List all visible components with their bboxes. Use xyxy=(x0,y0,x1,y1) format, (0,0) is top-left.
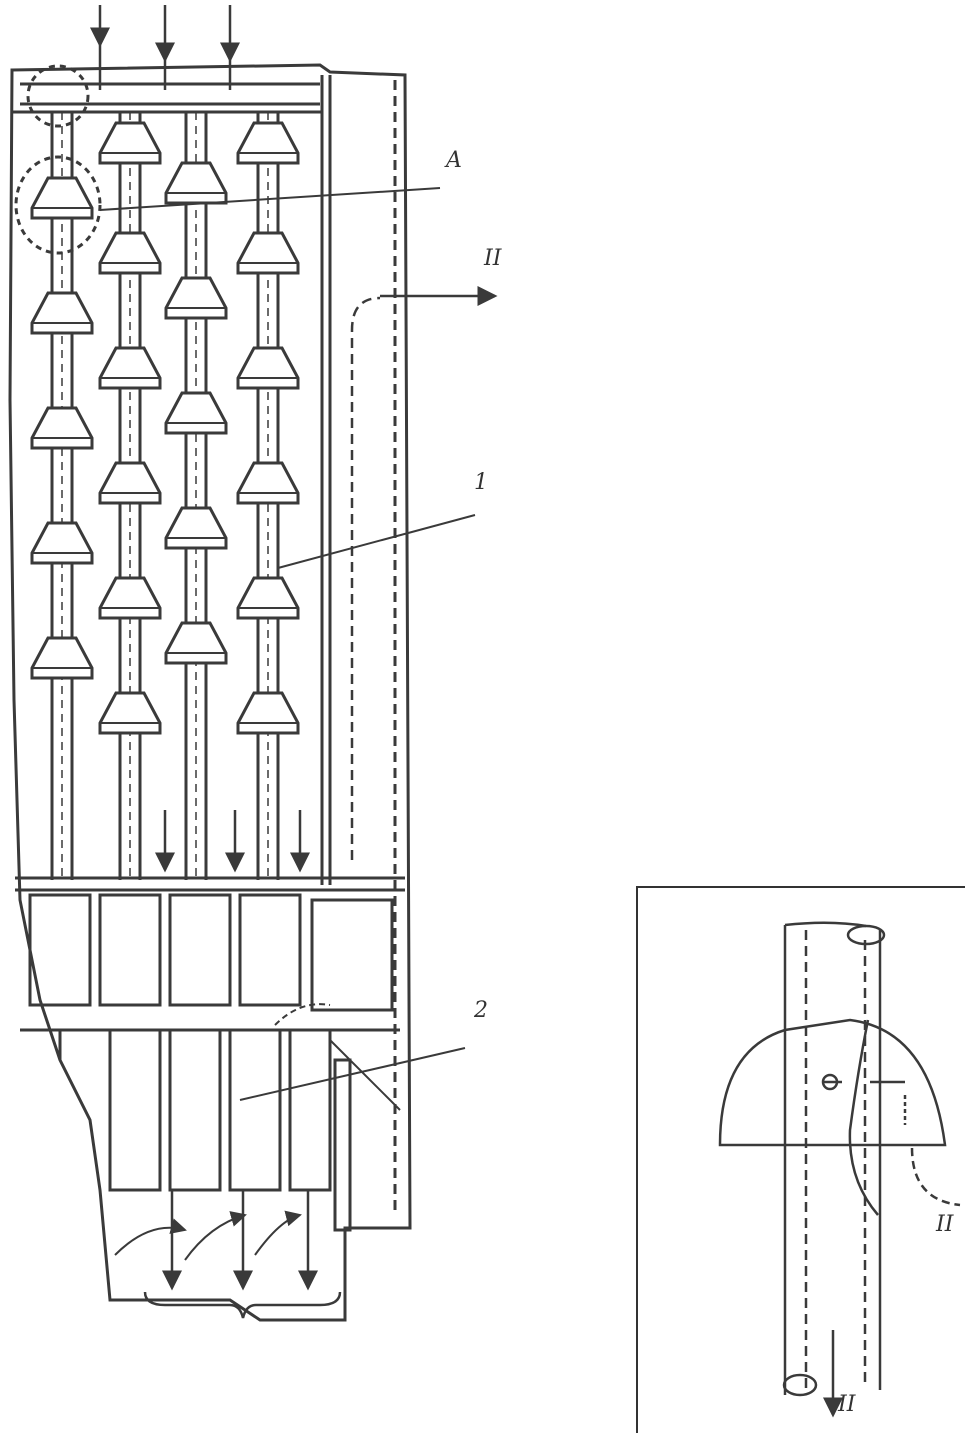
label-ii-main: II xyxy=(484,246,502,271)
tube-collar xyxy=(236,231,300,275)
label-2: 2 xyxy=(474,998,488,1023)
tube-collar xyxy=(30,636,94,680)
tube-collar xyxy=(164,391,228,435)
tube-collar xyxy=(236,346,300,390)
detail-a-inset xyxy=(718,921,961,1418)
tube-collar xyxy=(98,231,162,275)
return-flow-path xyxy=(350,286,498,860)
top-header xyxy=(14,64,320,255)
inlet-arrows xyxy=(90,5,240,90)
tube-collar xyxy=(30,176,94,220)
tube-collar xyxy=(236,691,300,735)
tube-collar xyxy=(98,346,162,390)
tube-collar xyxy=(164,621,228,665)
housing-outline xyxy=(8,63,412,1322)
label-1: 1 xyxy=(474,470,488,495)
detail-frame xyxy=(636,886,965,1433)
label-ii-inset-bottom: II xyxy=(838,1392,856,1417)
tube-collar xyxy=(30,521,94,565)
tube-collar xyxy=(30,406,94,450)
outlet-arrows xyxy=(155,810,318,1291)
tube-collar xyxy=(98,121,162,165)
label-ii-inset-side: II xyxy=(936,1212,954,1237)
tube-collar xyxy=(98,461,162,505)
leader-lines xyxy=(99,187,476,1111)
tube-bundle xyxy=(30,112,300,880)
detail-a-circle xyxy=(26,64,90,128)
tube-collar xyxy=(30,291,94,335)
tube-collar xyxy=(98,691,162,735)
detail-a-ellipse xyxy=(14,155,102,255)
tube-collar xyxy=(236,461,300,505)
tube-collar xyxy=(164,506,228,550)
tube-collar xyxy=(164,161,228,205)
tube-collar xyxy=(164,276,228,320)
tube-collar xyxy=(98,576,162,620)
tube-collar xyxy=(236,121,300,165)
lower-sleeves xyxy=(20,893,400,1232)
deflector-cap xyxy=(718,1018,947,1147)
label-a: A xyxy=(446,148,462,173)
tube-collar xyxy=(236,576,300,620)
bottom-brace xyxy=(143,1291,342,1319)
inlet-flow-curves xyxy=(114,1003,331,1261)
